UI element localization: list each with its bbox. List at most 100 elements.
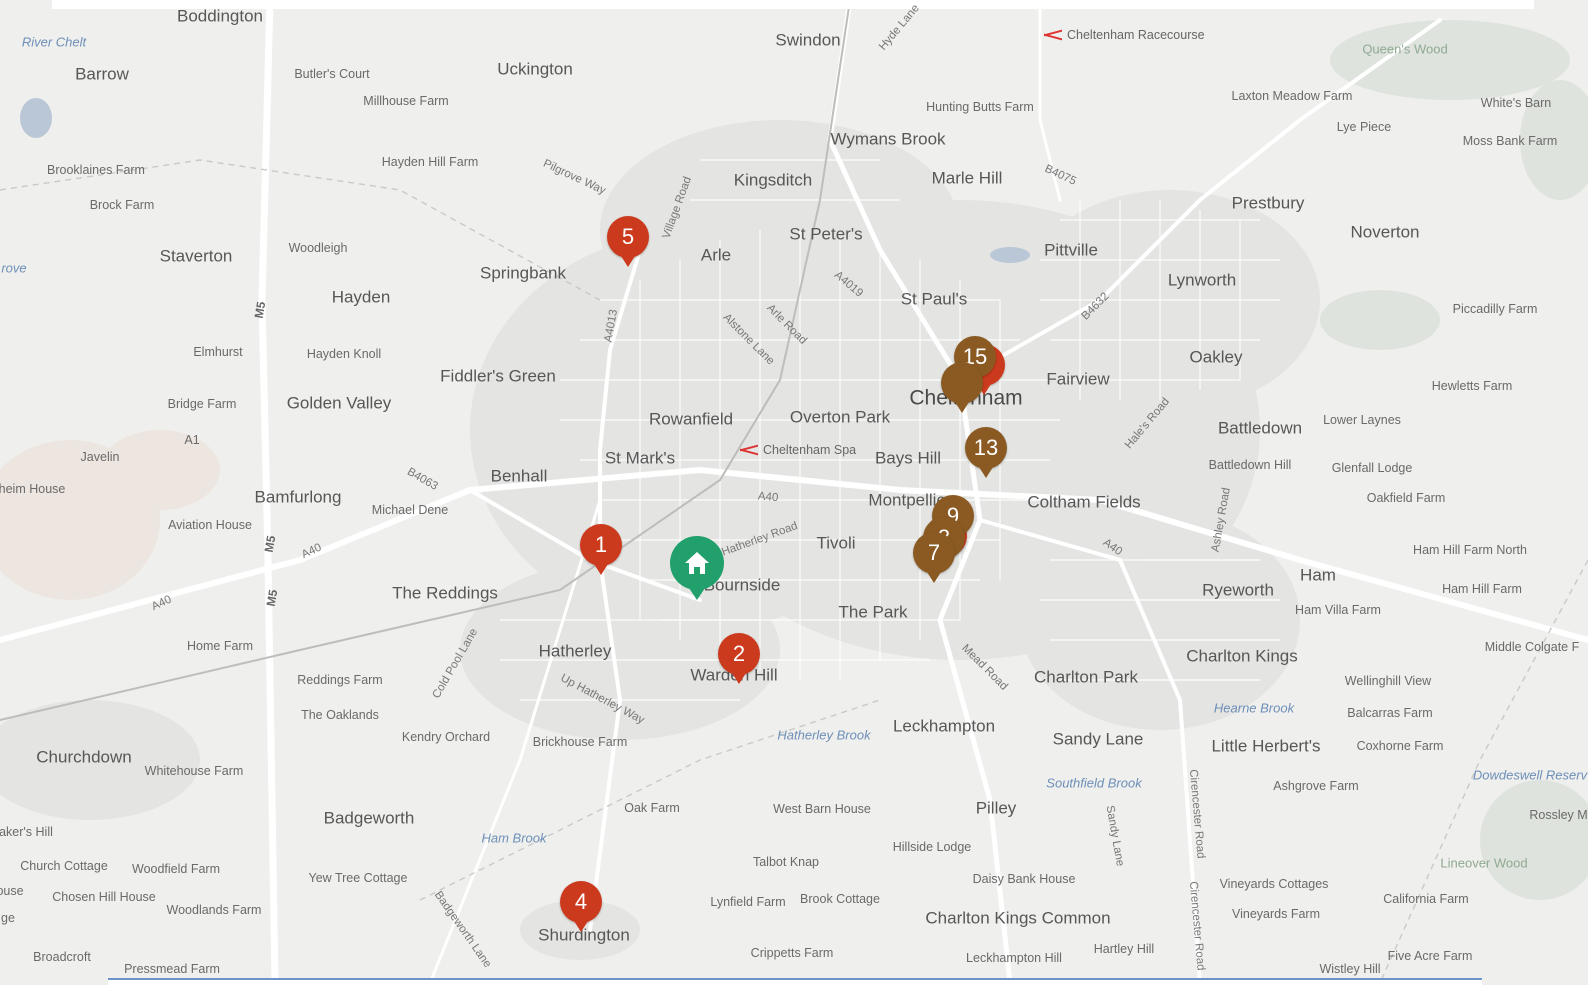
place-label: Chosen Hill House <box>52 889 156 904</box>
place-label: Pittville <box>1044 240 1098 260</box>
place-label: Glenfall Lodge <box>1331 460 1413 475</box>
place-label: heim House <box>0 481 66 496</box>
place-label: Hartley Hill <box>1093 941 1155 956</box>
place-label: Oak Farm <box>624 800 680 815</box>
place-label: Benhall <box>490 466 548 486</box>
place-label: Woodlands Farm <box>166 902 262 917</box>
place-label: Charlton Kings <box>1186 646 1298 666</box>
place-label: Hunting Butts Farm <box>926 99 1034 114</box>
rail-station-icon <box>740 444 758 456</box>
place-label: Prestbury <box>1231 193 1305 213</box>
place-label: Balcarras Farm <box>1347 705 1433 720</box>
marker-label: 5 <box>621 224 635 249</box>
home-icon <box>685 552 709 574</box>
place-label: Fiddler's Green <box>440 366 556 386</box>
place-label: California Farm <box>1383 891 1469 906</box>
map-marker[interactable]: 5 <box>607 216 649 267</box>
place-label: Tivoli <box>816 533 856 553</box>
place-label: Staverton <box>159 246 233 266</box>
place-label: Brock Farm <box>89 197 155 212</box>
place-label: Hearne Brook <box>1213 700 1295 716</box>
marker-label: 2 <box>732 641 746 666</box>
place-label: Daisy Bank House <box>972 871 1076 886</box>
place-label: Ham Villa Farm <box>1295 602 1381 617</box>
place-label: Lye Piece <box>1336 119 1392 134</box>
place-label: The Park <box>838 602 908 622</box>
place-label: Hatherley Brook <box>777 727 871 743</box>
place-label: Shurdington <box>538 925 630 945</box>
railway <box>0 0 851 721</box>
place-label: Bamfurlong <box>254 487 342 507</box>
place-label: The Reddings <box>392 583 498 603</box>
place-label: Lynfield Farm <box>710 894 786 909</box>
place-label: Wistley Hill <box>1319 961 1381 976</box>
place-label: Uckington <box>497 59 573 79</box>
place-label: ouse <box>0 883 24 898</box>
street-grid <box>500 159 1280 701</box>
railway-station[interactable]: Cheltenham Spa <box>740 443 856 457</box>
place-label: Elmhurst <box>193 344 243 359</box>
place-label: Talbot Knap <box>752 854 820 869</box>
place-label: West Barn House <box>773 801 871 816</box>
place-label: Rowanfield <box>648 409 734 429</box>
place-label: Little Herbert's <box>1211 736 1321 756</box>
place-label: Ham Hill Farm North <box>1413 542 1527 557</box>
place-label: The Oaklands <box>301 707 379 722</box>
place-label: Rossley Ma <box>1529 807 1588 822</box>
place-label: Michael Dene <box>371 502 449 517</box>
place-label: Dowdeswell Reserv <box>1472 767 1588 783</box>
place-label: Oakley <box>1189 347 1243 367</box>
place-label: Kingsditch <box>733 170 813 190</box>
place-label: Woodleigh <box>288 240 348 255</box>
green-areas <box>1320 20 1588 900</box>
place-label: Ham Hill Farm <box>1442 581 1522 596</box>
map-marker[interactable]: 7 <box>913 532 955 583</box>
place-label: St Mark's <box>604 448 676 468</box>
place-label: Brickhouse Farm <box>532 734 628 749</box>
map-marker[interactable] <box>941 362 983 413</box>
place-label: Piccadilly Farm <box>1452 301 1538 316</box>
place-label: Hayden Knoll <box>306 346 382 361</box>
place-label: aker's Hill <box>0 824 53 839</box>
place-label: Kendry Orchard <box>401 729 491 744</box>
place-label: Hatherley <box>538 641 612 661</box>
place-label: Javelin <box>80 449 120 464</box>
place-label: Crippetts Farm <box>750 945 834 960</box>
station-label: Cheltenham Racecourse <box>1067 28 1205 42</box>
place-label: Laxton Meadow Farm <box>1231 88 1353 103</box>
map-marker[interactable]: 13 <box>965 427 1007 478</box>
marker-label: 4 <box>574 889 588 914</box>
place-label: Leckhampton Hill <box>966 950 1062 965</box>
place-label: White's Barn <box>1480 95 1552 110</box>
motorway-shield: M5 <box>263 588 281 608</box>
place-label: Pressmead Farm <box>124 961 220 976</box>
place-label: Ashgrove Farm <box>1273 778 1359 793</box>
railway-station[interactable]: Cheltenham Racecourse <box>1044 28 1205 42</box>
home-marker[interactable] <box>670 536 724 600</box>
map-marker[interactable]: 2 <box>718 633 760 684</box>
place-label: Ham Brook <box>481 830 547 846</box>
place-label: St Paul's <box>900 289 968 309</box>
map-marker[interactable]: 1 <box>580 524 622 575</box>
place-label: A40 <box>757 490 779 505</box>
place-label: Lower Laynes <box>1323 412 1401 427</box>
place-label: Marle Hill <box>931 168 1003 188</box>
place-label: Home Farm <box>187 638 253 653</box>
place-label: rove <box>1 260 27 276</box>
place-label: Wymans Brook <box>830 129 946 149</box>
place-label: Golden Valley <box>286 393 392 413</box>
place-label: Aviation House <box>168 517 252 532</box>
place-label: Battledown <box>1217 418 1303 438</box>
place-label: Noverton <box>1350 222 1420 242</box>
place-label: Coxhorne Farm <box>1356 738 1444 753</box>
place-label: Arle <box>700 245 732 265</box>
place-label: Montpellier <box>868 490 952 510</box>
place-label: Hillside Lodge <box>892 839 972 854</box>
place-label: Wellinghill View <box>1344 673 1432 688</box>
map-marker[interactable]: 4 <box>560 881 602 932</box>
place-label: Broadcroft <box>33 949 91 964</box>
place-label: Ham <box>1300 565 1336 585</box>
place-label: Springbank <box>479 263 567 283</box>
